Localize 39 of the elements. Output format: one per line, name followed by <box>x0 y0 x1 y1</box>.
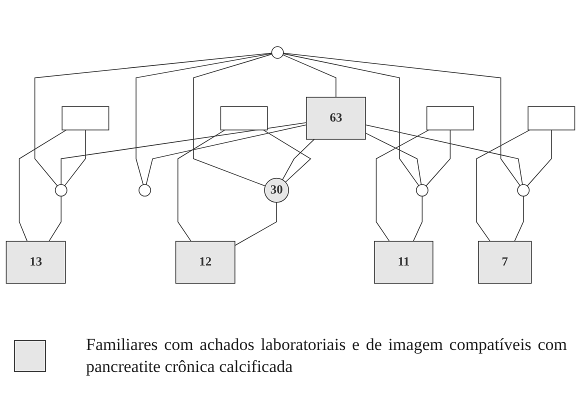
connector <box>60 122 307 185</box>
node-circle <box>54 184 68 197</box>
node-box: 7 <box>478 240 532 284</box>
node-box <box>528 106 576 130</box>
connector <box>34 52 272 186</box>
connector <box>426 130 451 186</box>
connector <box>18 130 67 242</box>
node-box <box>62 106 110 130</box>
connector <box>282 138 315 180</box>
connector <box>262 130 312 182</box>
connector <box>412 196 423 242</box>
node-box: 11 <box>374 240 434 284</box>
connector <box>514 196 524 242</box>
node-circle <box>271 46 284 59</box>
connector <box>178 130 226 242</box>
node-box: 13 <box>6 240 66 284</box>
node-circle: 30 <box>264 178 290 203</box>
connector <box>376 130 430 242</box>
node-box: 63 <box>306 96 366 140</box>
connector <box>282 54 336 98</box>
connector <box>64 130 86 186</box>
node-box <box>426 106 474 130</box>
connector <box>282 52 520 186</box>
connector <box>365 124 523 185</box>
node-circle <box>517 184 530 197</box>
connector <box>48 196 62 242</box>
connector <box>365 132 422 185</box>
connector <box>476 130 530 242</box>
connector <box>526 130 552 186</box>
node-box: 12 <box>175 240 236 284</box>
connector <box>234 202 277 246</box>
node-circle <box>138 184 152 197</box>
node-circle <box>416 184 428 197</box>
connector <box>146 124 307 186</box>
connector <box>282 53 420 186</box>
connector <box>136 53 272 186</box>
connector <box>193 54 272 186</box>
node-box <box>220 106 268 130</box>
legend-text: Familiares com achados laboratoriais e de imagem compatíveis com pancreatite crônica calcificada <box>86 334 567 378</box>
